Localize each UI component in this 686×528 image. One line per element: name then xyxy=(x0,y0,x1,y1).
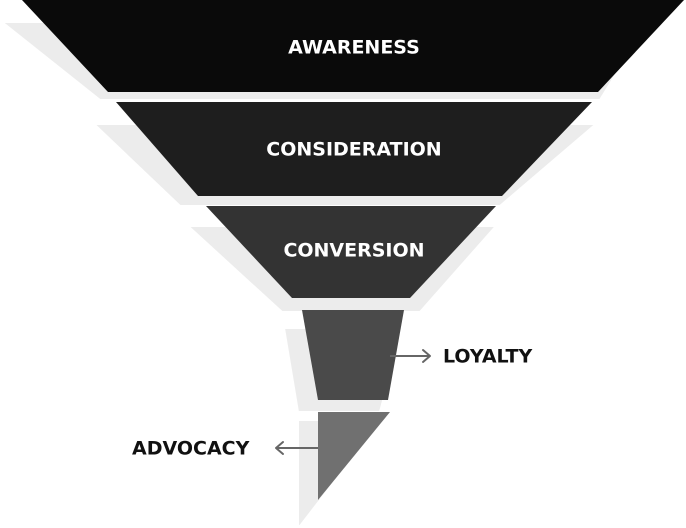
stage-label-awareness: AWARENESS xyxy=(288,37,420,59)
stage-awareness xyxy=(22,0,684,92)
stage-conversion xyxy=(206,206,496,298)
side-label-advocacy: ADVOCACY xyxy=(132,438,250,460)
stage-label-conversion: CONVERSION xyxy=(283,240,424,262)
stage-consideration xyxy=(116,102,592,196)
stage-advocacy xyxy=(318,412,390,500)
advocacy-arrow-head xyxy=(275,441,284,455)
stage-label-consideration: CONSIDERATION xyxy=(266,139,441,161)
loyalty-callout: LOYALTY xyxy=(390,346,532,368)
funnel-stages xyxy=(22,0,684,500)
side-label-loyalty: LOYALTY xyxy=(443,346,532,368)
stage-loyalty xyxy=(302,310,404,400)
advocacy-callout: ADVOCACY xyxy=(132,438,318,460)
loyalty-arrow-head xyxy=(422,349,431,363)
